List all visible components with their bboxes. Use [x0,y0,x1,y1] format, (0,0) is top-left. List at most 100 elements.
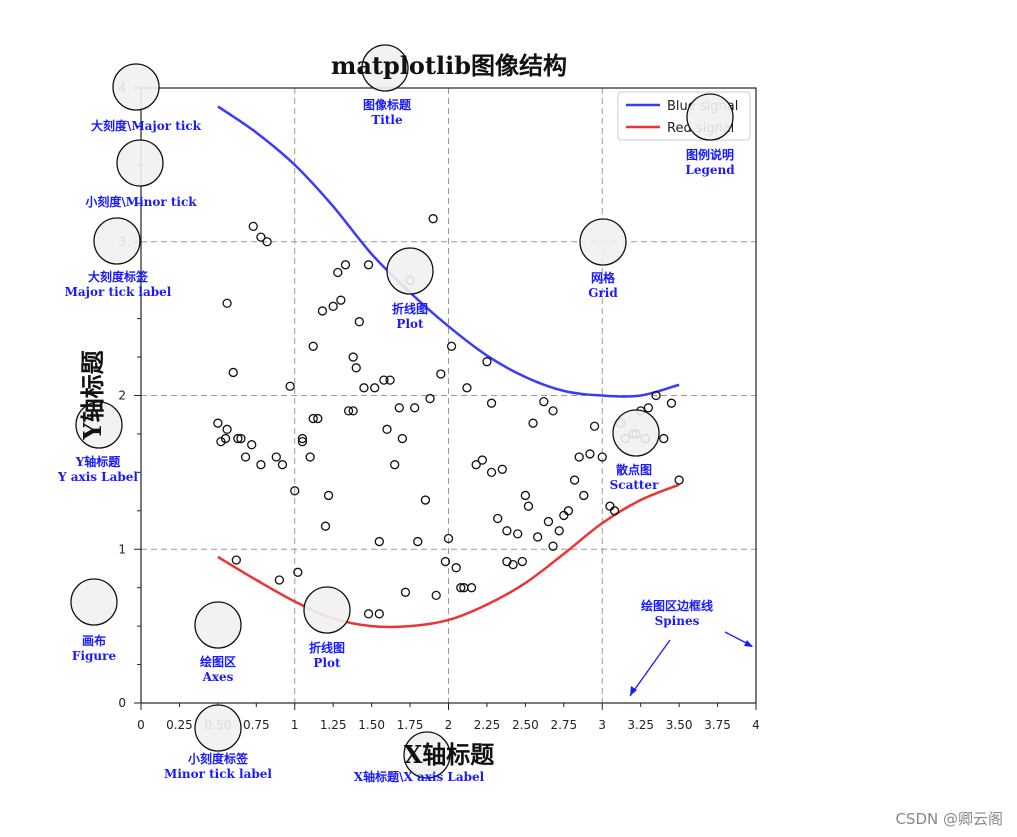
scatter-point [431,590,441,601]
annotation-major-tick-label: 大刻度标签 [88,269,149,284]
scatter-point [328,301,338,311]
annotation-plot-bottom: Plot [313,656,341,670]
scatter-point [397,433,408,444]
scatter-point [236,433,246,444]
scatter-point [482,357,492,367]
scatter-point [477,455,487,465]
scatter-point [579,490,589,501]
x-minor-tick-label: 2.75 [550,718,577,732]
scatter-point [308,341,318,351]
scatter-point [597,452,607,462]
annotation-major-tick-label: Major tick label [65,285,172,299]
scatter-point [343,406,354,416]
annotation-plot-top: 折线图 [392,301,428,316]
scatter-point [605,501,615,511]
scatter-point [222,424,232,434]
annotation-plot-top: Plot [396,317,424,331]
scatter-point [609,506,620,516]
scatter-point [517,556,527,567]
scatter-point [513,529,523,539]
annotation-circle [612,409,660,457]
spines-arrows [629,631,753,697]
plot-area [213,105,684,629]
x-major-tick-label: 0 [137,718,145,732]
scatter-point [290,486,300,496]
annotation-major-tick: 大刻度\Major tick [91,118,202,133]
scatter-point [313,413,323,424]
scatter-point [374,536,384,547]
scatter-point [379,375,389,385]
x-minor-tick-label: 3.75 [704,718,731,732]
annotation-circle [386,247,434,295]
spines-arrow-right-head [744,640,753,647]
annotation-legend: Legend [685,163,735,177]
scatter-point [363,260,374,270]
scatter-point [548,541,558,551]
scatter-point [574,452,584,462]
scatter-point [256,460,266,470]
x-minor-tick-label: 3.25 [627,718,654,732]
annotation-circle [116,139,164,187]
annotation-circle [75,401,123,449]
scatter-point [548,406,558,416]
annotation-circle [93,217,141,265]
scatter-point [471,460,481,470]
scatter-point [539,396,549,407]
spines-arrow-left [629,639,671,697]
series-line-1 [217,483,680,629]
scatter-point [410,403,420,413]
series-line-0 [217,105,680,398]
scatter-point [340,260,351,270]
scatter-point [285,381,295,391]
scatter-point [370,383,380,393]
annotation-xlabel: X轴标题\X axis Label [354,769,485,784]
scatter-point [659,433,669,444]
scatter-point [563,506,574,516]
scatter-point [451,563,461,573]
x-minor-tick-label: 2.50 [512,718,539,732]
scatter-point [462,383,472,393]
scatter-point [317,306,328,316]
annotation-figure: Figure [72,649,117,663]
annotation-circle [303,586,351,634]
scatter-point [493,513,503,524]
scatter-point [382,424,392,434]
scatter-point [443,533,454,544]
annotation-circle [70,578,118,626]
scatter-point [569,475,580,485]
chart-title: matplotlib图像结构 [331,51,567,80]
scatter-point [436,369,446,379]
scatter-point [554,526,564,536]
scatter-point [248,221,258,232]
annotation-circle [361,44,409,92]
x-major-tick-label: 2 [445,718,453,732]
annotation-figure: 画布 [82,633,106,648]
x-minor-tick-label: 1.50 [358,718,385,732]
x-minor-tick-label: 3.50 [666,718,693,732]
x-minor-tick-label: 0.25 [166,718,193,732]
annotation-grid: 网格 [591,270,616,285]
scatter-point [220,433,231,444]
scatter-point [351,363,361,373]
scatter-point [420,495,431,505]
scatter-point [533,532,543,542]
scatter-point [320,521,331,531]
scatter-point [271,452,281,462]
scatter-point [651,390,661,401]
annotation-legend: 图例说明 [686,147,734,162]
x-minor-tick-label: 0.75 [243,718,270,732]
annotation-plot-bottom: 折线图 [309,640,345,655]
scatter-point [222,298,232,308]
annotation-spines: Spines [655,614,700,628]
scatter-point [390,460,400,470]
scatter-point [274,575,285,585]
scatter-point [425,393,435,404]
annotation-title: Title [371,113,403,127]
scatter-point [297,433,308,444]
scatter-point [348,352,358,362]
scatter-point [497,464,507,474]
annotation-circle [686,93,734,141]
annotation-scatter: Scatter [610,478,659,492]
annotation-title: 图像标题 [363,97,412,112]
